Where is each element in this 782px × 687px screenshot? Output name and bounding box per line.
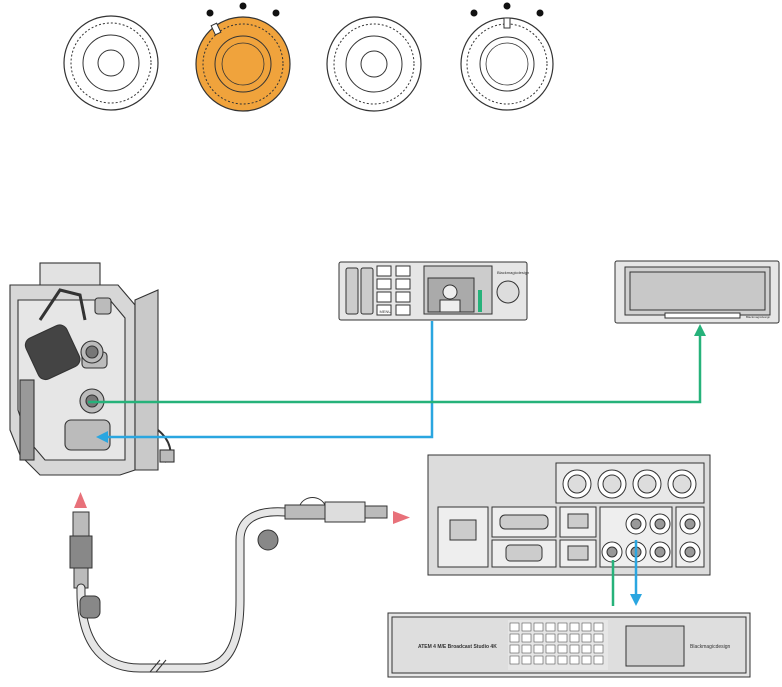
switcher-button	[593, 622, 604, 632]
knob-2-active	[195, 2, 291, 112]
smpte-fiber-cable-icon	[69, 497, 388, 673]
camera-fiber-converter-icon	[9, 262, 175, 476]
switcher-button	[569, 644, 580, 654]
switcher-button	[569, 622, 580, 632]
switcher-button	[533, 622, 544, 632]
switcher-button	[593, 633, 604, 643]
switcher-button	[557, 655, 568, 665]
switcher-button-grid	[509, 622, 604, 665]
recorder-brand-label: Blackmagicdesign	[497, 270, 529, 275]
green-arrowhead	[694, 324, 706, 336]
switcher-button	[593, 644, 604, 654]
switcher-button	[581, 655, 592, 665]
switcher-button	[545, 644, 556, 654]
switcher-button	[509, 655, 520, 665]
switcher-button	[581, 644, 592, 654]
switcher-button	[557, 622, 568, 632]
green-connection-line	[88, 336, 702, 404]
blue-switcher-arrowhead	[630, 594, 642, 606]
recorder-menu-label: MENU	[380, 309, 392, 314]
blue-connection-line	[108, 321, 434, 439]
switcher-button	[545, 622, 556, 632]
switcher-button	[533, 633, 544, 643]
switcher-button	[593, 655, 604, 665]
switcher-button	[569, 633, 580, 643]
switcher-button	[521, 644, 532, 654]
switcher-button	[581, 633, 592, 643]
blue-arrowhead	[96, 431, 108, 443]
red-arrow-up	[74, 492, 87, 508]
studio-fiber-converter-icon	[427, 454, 711, 576]
red-arrow-right	[393, 511, 410, 524]
switcher-button	[509, 622, 520, 632]
switcher-button	[521, 633, 532, 643]
switcher-button	[521, 655, 532, 665]
switcher-button	[533, 655, 544, 665]
switcher-button	[545, 655, 556, 665]
switcher-button	[557, 633, 568, 643]
switcher-brand-label: Blackmagicdesign	[690, 644, 731, 650]
knob-3	[326, 16, 422, 112]
hyperdeck-recorder-icon	[338, 261, 528, 321]
monitor-brand-label: Blackmagicdesign	[746, 315, 771, 319]
switcher-button	[521, 622, 532, 632]
knob-4	[460, 2, 554, 111]
knob-1	[63, 15, 159, 111]
smartview-monitor-icon	[614, 260, 780, 324]
switcher-button	[557, 644, 568, 654]
switcher-button	[569, 655, 580, 665]
switcher-button	[545, 633, 556, 643]
switcher-button	[509, 633, 520, 643]
switcher-model-label: ATEM 4 M/E Broadcast Studio 4K	[418, 644, 497, 650]
switcher-button	[581, 622, 592, 632]
switcher-button	[509, 644, 520, 654]
switcher-button	[533, 644, 544, 654]
